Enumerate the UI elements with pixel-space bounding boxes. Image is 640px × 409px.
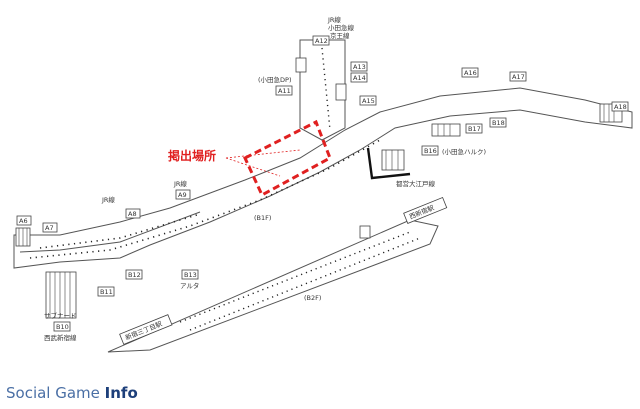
label-nishi-shinjuku: 西新宿駅 [408,203,436,221]
exit-a9: A9 [178,191,187,199]
exit-b13: B13 [184,271,197,279]
exit-a16: A16 [464,69,477,77]
label-alta: アルタ [180,281,199,290]
label-odakyu-dp: (小田急DP) [258,75,292,84]
exit-b17: B17 [468,125,481,133]
label-jr-mid: JR線 [173,179,187,188]
exit-b16: B16 [424,147,437,155]
exit-b18: B18 [492,119,505,127]
label-oedo: 都営大江戸線 [396,179,436,188]
watermark: Social Game Info [6,384,138,402]
station-names: 西新宿駅 新宿三丁目駅 [119,196,448,345]
level-b2f: (B2F) [304,294,321,302]
level-b1f: (B1F) [254,214,271,222]
label-jr-left: JR線 [101,195,115,204]
label-odakyu-halc: (小田急ハルク) [442,147,486,156]
stairs-b17 [431,123,461,137]
label-odakyu-top: 小田急線 [328,23,355,32]
highlight-label: 掲出場所 [168,148,216,163]
stairs-b10 [45,271,77,319]
brand-pre: Social Game [6,384,105,402]
b1f-concourse [13,87,633,269]
exit-a17: A17 [512,73,525,81]
exit-a7: A7 [45,224,54,232]
exit-a11: A11 [278,87,291,95]
b2f-concourse [107,219,439,353]
exit-b10: B10 [56,323,69,331]
exit-a15: A15 [362,97,375,105]
north-corridor [295,39,347,141]
exit-a8: A8 [128,210,137,218]
place-labels: JR線 小田急線 京王線 (小田急DP) (小田急ハルク) 都営大江戸線 JR線… [44,15,486,342]
stairs-a6 [15,227,31,247]
exit-b12: B12 [128,271,141,279]
exit-a13: A13 [353,63,366,71]
label-subnade: サブナード [44,311,77,320]
highlight-area: 掲出場所 [168,119,332,198]
exit-labels: A6 A7 A8 A9 A11 A12 A13 A14 A15 A16 A17 … [16,35,629,332]
label-jr-top: JR線 [327,15,341,24]
label-keio: 京王線 [330,31,350,40]
oedo-entrance [366,147,411,180]
exit-b11: B11 [100,288,113,296]
exit-a6: A6 [19,217,28,225]
label-seibu: 西武新宿線 [44,333,77,342]
brand-bold: Info [104,384,138,402]
exit-a14: A14 [353,74,366,82]
exit-a18: A18 [614,103,627,111]
exit-a12: A12 [315,37,328,45]
